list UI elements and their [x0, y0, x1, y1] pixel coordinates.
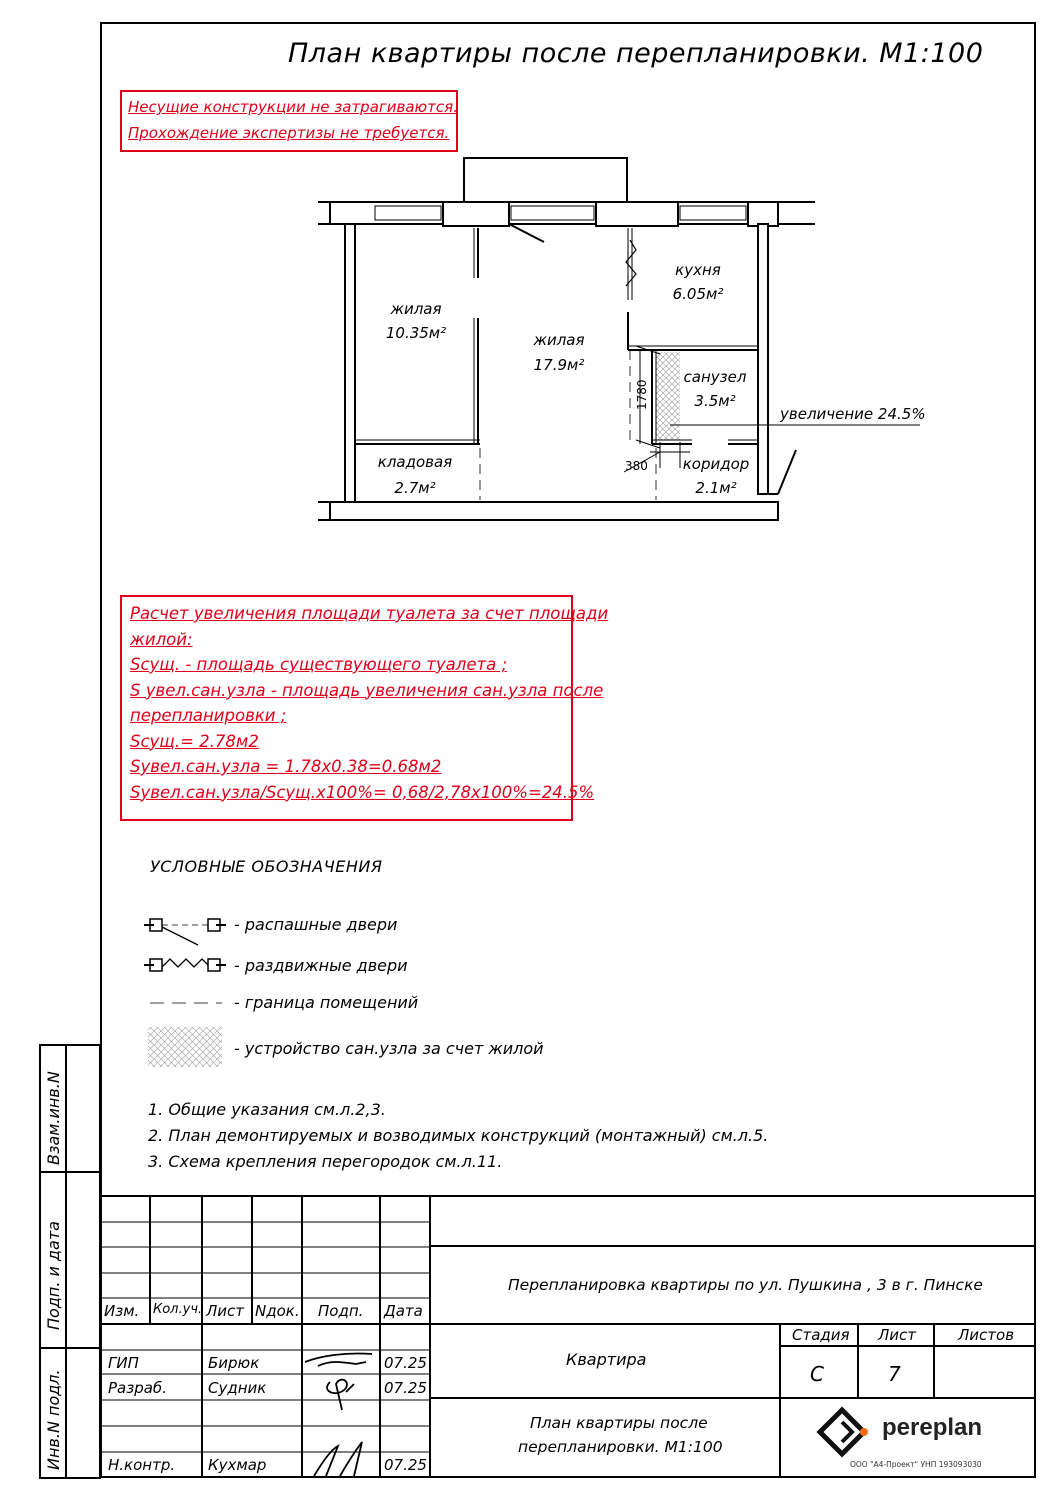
calc-line: Sсущ.= 2.78м2: [130, 731, 259, 751]
brand-name: pereplan: [882, 1414, 983, 1441]
tb-header-kol: Кол.уч.: [153, 1302, 203, 1317]
signature: [326, 1378, 355, 1411]
tb-header-izm: Изм.: [104, 1302, 140, 1320]
stage-value: С: [810, 1362, 824, 1386]
room-name: жилая: [532, 331, 584, 349]
list-value: 7: [888, 1362, 901, 1386]
calc-line: перепланировки ;: [130, 706, 287, 725]
calc-line: Sувел.сан.узла/Sсущ.x100%= 0,68/2,78x100…: [130, 782, 595, 802]
note: 1. Общие указания см.л.2,3.: [148, 1100, 386, 1119]
role: Разраб.: [108, 1379, 167, 1397]
room-area: 10.35м²: [386, 324, 446, 342]
side-label-podp: Подп. и дата: [44, 1221, 63, 1330]
signature: [313, 1441, 363, 1477]
calc-line: Sсущ. - площадь существующего туалета ;: [130, 655, 508, 674]
legend-symbols: [144, 918, 226, 1067]
pereplan-logo-mark: [816, 1406, 868, 1458]
calc-line: Sувел.сан.узла = 1.78x0.38=0.68м2: [130, 757, 442, 776]
signature: [304, 1352, 373, 1367]
sign-date: 07.25: [384, 1379, 427, 1397]
red-note-line: Прохождение экспертизы не требуется.: [128, 124, 450, 142]
outer-wall-bottom: [329, 501, 779, 521]
person-name: Судник: [208, 1379, 267, 1397]
main-frame: [100, 22, 1036, 1478]
tb-header-podp: Подп.: [318, 1302, 364, 1320]
sheet-title: План квартиры после: [530, 1414, 708, 1432]
room-area: 17.9м²: [534, 356, 585, 374]
lists-header: Листов: [958, 1326, 1015, 1344]
entrance-door: [777, 449, 797, 495]
legend-item: - граница помещений: [234, 993, 419, 1012]
wall-pier: [595, 201, 679, 227]
tb-header-list: Лист: [206, 1302, 245, 1320]
role: Н.контр.: [108, 1456, 176, 1474]
room-name: санузел: [684, 368, 747, 386]
brand-subtitle: ООО "А4-Проект" УНП 193093030: [850, 1460, 982, 1469]
role: ГИП: [108, 1354, 139, 1372]
tb-header-date: Дата: [384, 1302, 423, 1320]
room-name: кладовая: [378, 453, 452, 471]
sliding-door: [625, 239, 637, 287]
legend-item: - устройство сан.узла за счет жилой: [234, 1039, 544, 1058]
room-name: жилая: [389, 300, 441, 318]
balcony-outline: [463, 157, 628, 202]
object-name: Квартира: [566, 1350, 647, 1369]
room-area: 6.05м²: [673, 285, 724, 303]
wall-pier: [442, 201, 510, 227]
room-area: 2.7м²: [394, 479, 435, 497]
legend-item: - распашные двери: [234, 915, 398, 934]
dimension-vertical: 1780: [635, 379, 649, 410]
red-note-structures: Несущие конструкции не затрагиваются. Пр…: [120, 90, 458, 152]
room-area: 2.1м²: [695, 479, 736, 497]
window: [374, 205, 442, 221]
dimension-horizontal: 380: [625, 459, 648, 473]
sign-date: 07.25: [384, 1354, 427, 1372]
floor-plan: жилая 10.35м² жилая 17.9м² кухня 6.05м² …: [318, 157, 926, 521]
side-label-vzam: Взам.инв.N: [44, 1071, 63, 1165]
window: [679, 205, 747, 221]
stage-header: Стадия: [792, 1326, 850, 1344]
person-name: Кухмар: [208, 1456, 267, 1474]
swing-door-leaf: [508, 223, 545, 243]
side-label-inv: Инв.N подл.: [44, 1369, 63, 1470]
tb-header-ndok: Nдок.: [255, 1302, 300, 1320]
sign-date: 07.25: [384, 1456, 427, 1474]
red-note-line: Несущие конструкции не затрагиваются.: [128, 98, 458, 116]
room-area: 3.5м²: [694, 392, 735, 410]
increase-label: увеличение 24.5%: [779, 405, 926, 423]
page-title: План квартиры после перепланировки. М1:1…: [288, 38, 984, 69]
note: 3. Схема крепления перегородок см.л.11.: [148, 1152, 503, 1171]
person-name: Бирюк: [208, 1354, 260, 1372]
calc-line: S увел.сан.узла - площадь увеличения сан…: [130, 680, 604, 700]
red-calc-box: Расчет увеличения площади туалета за сче…: [120, 595, 609, 821]
project-name: Перепланировка квартиры по ул. Пушкина ,…: [508, 1276, 983, 1294]
legend-item: - раздвижные двери: [234, 956, 408, 975]
sheet-title: перепланировки. М1:100: [518, 1438, 723, 1456]
calc-line: Расчет увеличения площади туалета за сче…: [130, 604, 609, 623]
calc-line: жилой:: [130, 629, 193, 649]
legend-heading: УСЛОВНЫЕ ОБОЗНАЧЕНИЯ: [150, 857, 383, 876]
room-name: коридор: [683, 455, 750, 473]
room-name: кухня: [675, 261, 721, 279]
window: [510, 205, 595, 221]
note: 2. План демонтируемых и возводимых конст…: [148, 1126, 769, 1145]
list-header: Лист: [878, 1326, 917, 1344]
